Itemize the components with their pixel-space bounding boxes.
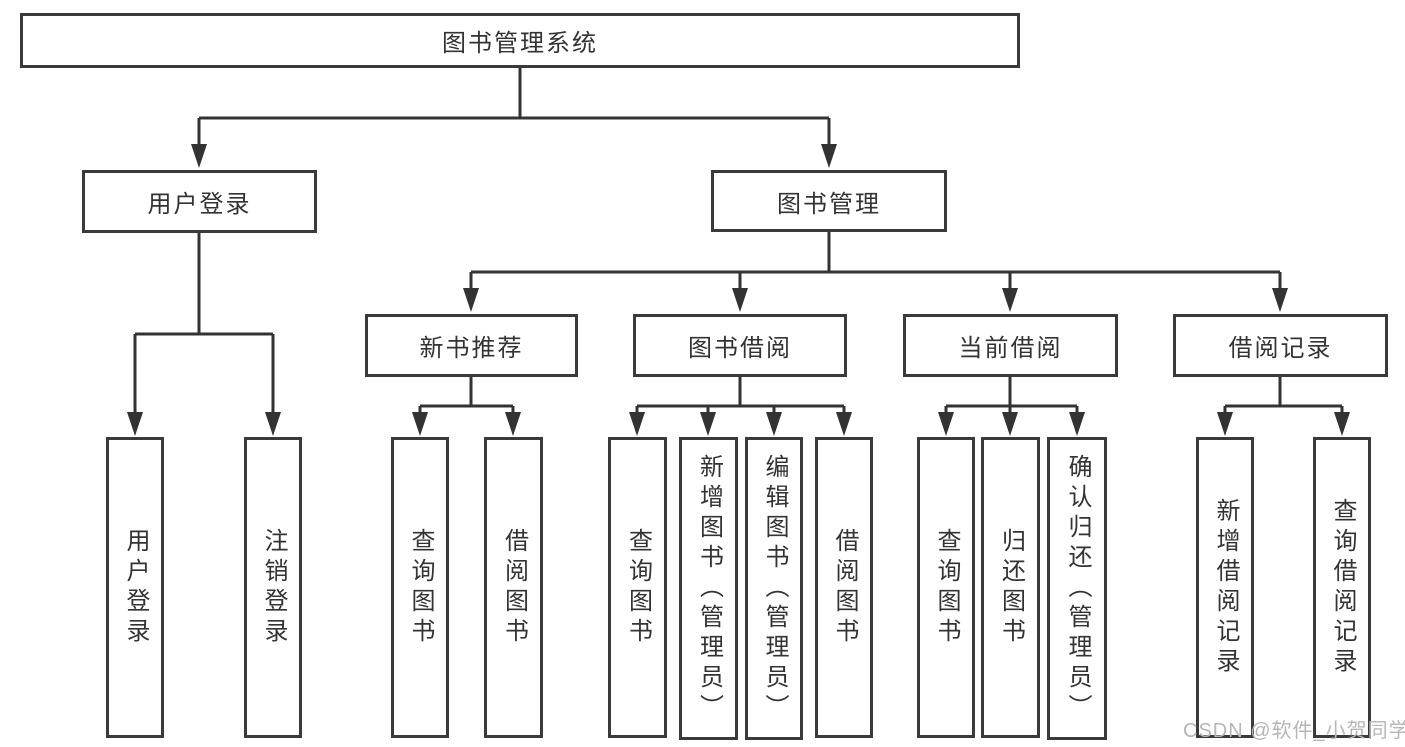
arrowhead-down-icon [265,412,281,436]
leaf-edit-books-admin: 编辑图书（管理员） [745,437,803,740]
arrowhead-down-icon [1272,288,1288,312]
arrowhead-down-icon [1334,412,1350,436]
connector-lines [469,232,1282,288]
connector-new-books-to-leaves [412,377,521,436]
arrowhead-down-icon [938,412,954,436]
node-new-book-recommend: 新书推荐 [365,314,578,377]
arrowhead-down-icon [463,288,479,312]
leaf-query-books: 查询图书 [917,437,975,738]
connector-lines [1223,377,1344,412]
leaf-query-borrow-record: 查询借阅记录 [1313,437,1371,738]
leaf-query-books: 查询图书 [391,437,449,738]
csdn-watermark: CSDN @软件_小贺同学 [1183,720,1405,742]
connector-root-to-level1 [191,68,837,168]
arrowhead-down-icon [821,144,837,168]
connector-current-borrow-to-leaves [938,377,1085,436]
arrowhead-down-icon [836,412,852,436]
leaf-confirm-return-admin: 确认归还（管理员） [1047,437,1107,740]
connector-book-borrow-to-leaves [629,377,852,436]
arrowhead-down-icon [629,412,645,436]
leaf-borrow-books: 借阅图书 [815,437,873,738]
arrowhead-down-icon [1217,412,1233,436]
leaf-return-books: 归还图书 [981,437,1040,738]
arrowhead-down-icon [127,412,143,436]
node-book-management: 图书管理 [711,170,947,232]
arrowhead-down-icon [766,412,782,436]
arrowhead-down-icon [1069,412,1085,436]
connector-lines [635,377,846,412]
connector-lines [133,233,275,412]
connector-borrow-records-to-leaves [1217,377,1350,436]
leaf-add-borrow-record: 新增借阅记录 [1196,437,1254,738]
leaf-borrow-books: 借阅图书 [484,437,543,738]
connector-lines [197,68,831,146]
arrowhead-down-icon [1002,288,1018,312]
arrowhead-down-icon [732,288,748,312]
leaf-add-books-admin: 新增图书（管理员） [679,437,738,740]
node-borrow-records: 借阅记录 [1173,314,1388,377]
connector-book-mgmt-to-level2 [463,232,1288,312]
leaf-logout: 注销登录 [244,437,302,738]
node-user-login: 用户登录 [82,170,317,233]
arrowhead-down-icon [1002,412,1018,436]
leaf-query-books: 查询图书 [608,437,667,738]
node-root-library-system: 图书管理系统 [20,13,1020,68]
arrowhead-down-icon [191,144,207,168]
connector-lines [944,377,1079,412]
connector-lines [418,377,515,412]
node-book-borrow: 图书借阅 [633,314,847,377]
arrowhead-down-icon [412,412,428,436]
connector-user-login-to-leaves [127,233,281,436]
node-current-borrow: 当前借阅 [903,314,1118,377]
arrowhead-down-icon [505,412,521,436]
leaf-user-login: 用户登录 [106,437,164,738]
arrowhead-down-icon [700,412,716,436]
